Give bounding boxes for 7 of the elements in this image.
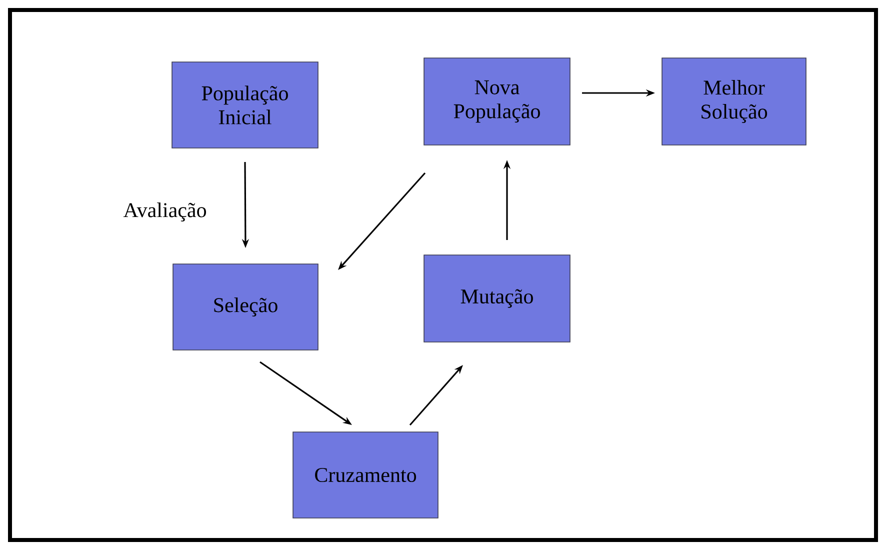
edge-label: Avaliação	[122, 201, 208, 223]
process-box: Mutação	[424, 254, 570, 342]
process-box: População Inicial	[172, 62, 318, 148]
process-box: Cruzamento	[292, 432, 438, 518]
process-box: Nova População	[424, 58, 570, 146]
process-box: Melhor Solução	[662, 58, 806, 146]
process-box: Seleção	[172, 264, 318, 350]
